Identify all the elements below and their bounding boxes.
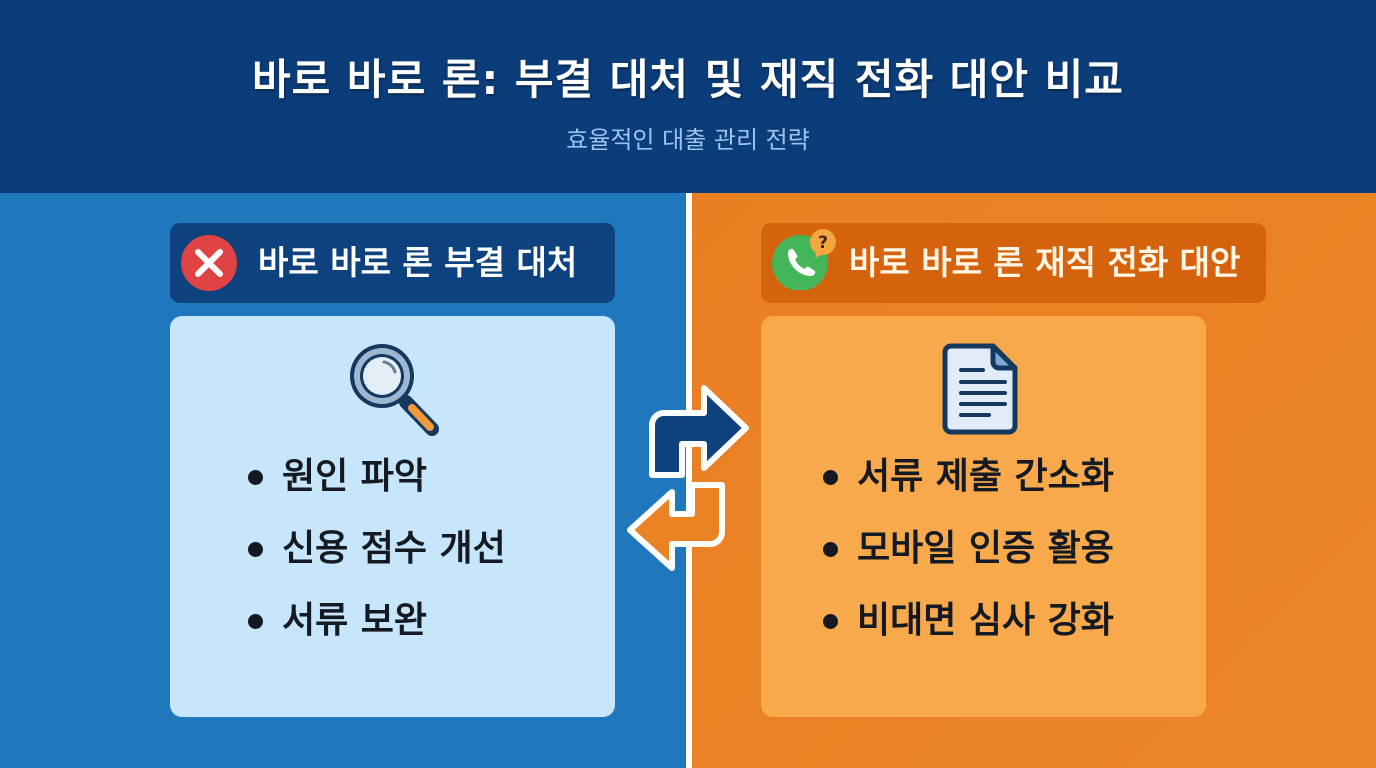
bullet-icon (248, 614, 263, 629)
rejection-handling-list: 원인 파악 신용 점수 개선 서류 보완 (248, 446, 506, 662)
x-circle-icon (180, 234, 238, 292)
list-item: 신용 점수 개선 (248, 518, 506, 590)
employment-call-alternative-card: 서류 제출 간소화 모바일 인증 활용 비대면 심사 강화 (761, 316, 1206, 717)
employment-call-alternative-label: ? 바로 바로 론 재직 전화 대안 (761, 223, 1266, 303)
bullet-icon (248, 542, 263, 557)
employment-call-alternative-list: 서류 제출 간소화 모바일 인증 활용 비대면 심사 강화 (823, 446, 1114, 662)
panel-divider (686, 193, 692, 768)
list-item: 원인 파악 (248, 446, 506, 518)
header: 바로 바로 론: 부결 대처 및 재직 전화 대안 비교 효율적인 대출 관리 … (0, 0, 1376, 193)
svg-text:?: ? (818, 233, 828, 253)
swap-arrows-icon (624, 380, 754, 575)
rejection-handling-title: 바로 바로 론 부결 대처 (258, 243, 578, 282)
magnifying-glass-icon (342, 336, 442, 436)
list-item: 비대면 심사 강화 (823, 590, 1114, 662)
rejection-handling-label: 바로 바로 론 부결 대처 (170, 223, 615, 303)
phone-question-icon: ? (771, 229, 836, 292)
bullet-icon (823, 542, 838, 557)
rejection-handling-card: 원인 파악 신용 점수 개선 서류 보완 (170, 316, 615, 717)
page-subtitle: 효율적인 대출 관리 전략 (566, 126, 810, 154)
document-icon (933, 336, 1033, 436)
page-title: 바로 바로 론: 부결 대처 및 재직 전화 대안 비교 (252, 55, 1124, 104)
list-item: 모바일 인증 활용 (823, 518, 1114, 590)
list-item: 서류 보완 (248, 590, 506, 662)
list-item: 서류 제출 간소화 (823, 446, 1114, 518)
employment-call-alternative-title: 바로 바로 론 재직 전화 대안 (849, 243, 1241, 282)
bullet-icon (823, 614, 838, 629)
bullet-icon (248, 470, 263, 485)
bullet-icon (823, 470, 838, 485)
